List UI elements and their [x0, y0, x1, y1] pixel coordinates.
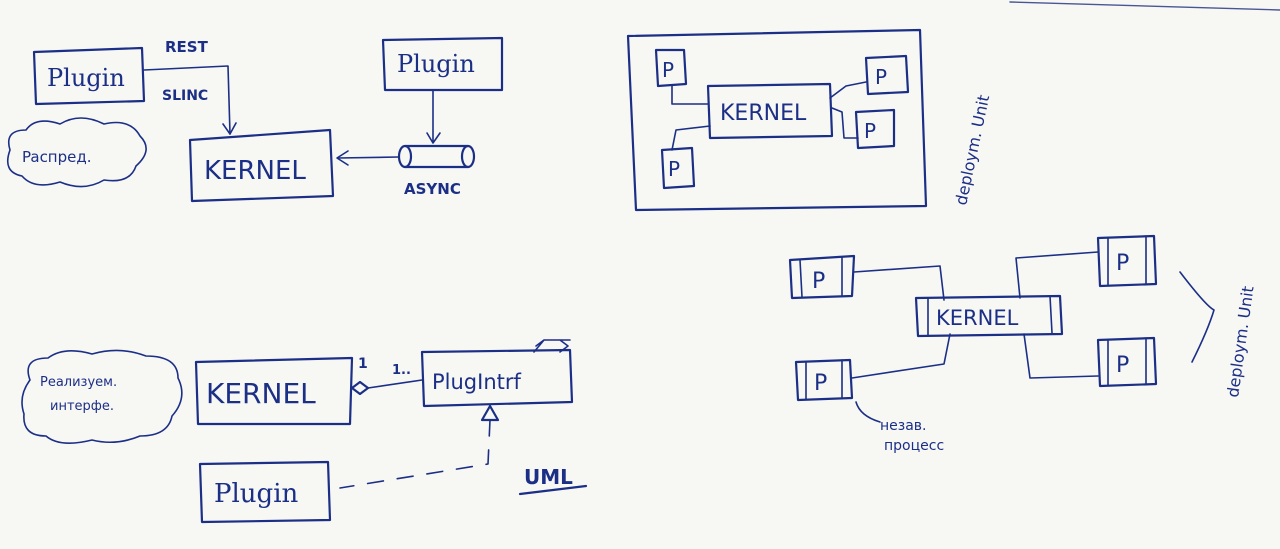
implementation-cloud-note: Реализуем. интерфе.	[21, 349, 183, 444]
connector-br-3	[1015, 251, 1099, 299]
uml-label: UML	[524, 465, 573, 489]
connector-br-4	[1023, 333, 1099, 379]
distributed-note-label: Pacпред.	[22, 148, 92, 166]
async-down-arrowhead	[426, 132, 441, 144]
plugin-p-box-br-4: P	[1096, 336, 1158, 388]
async-left-connector	[337, 156, 400, 159]
deployment-unit-label-bottom: deploym. Unit	[1223, 285, 1257, 399]
top-right-diagram: KERNEL P P P P deploym. Unit	[626, 28, 993, 212]
plugin-bottom-box: Plugin	[198, 460, 332, 524]
rest-label: REST	[165, 38, 209, 56]
svg-text:P: P	[814, 371, 827, 396]
plugin-right-label: Plugin	[397, 50, 475, 78]
connector-br-1	[853, 265, 945, 301]
queue-cylinder-icon	[397, 144, 476, 169]
aggregation-diamond-icon	[350, 380, 370, 396]
plugin-p-box-br-3: P	[1096, 234, 1158, 288]
deployment-unit-brace	[1179, 271, 1215, 363]
deployment-unit-frame	[626, 28, 928, 212]
kernel-bottom-right-label: KERNEL	[936, 306, 1019, 330]
connector-tr-4	[831, 107, 859, 139]
connector-br-2	[851, 333, 951, 379]
async-left-arrowhead	[336, 150, 349, 166]
plugin-bottom-label: Plugin	[214, 479, 299, 509]
plugin-p-box-tr-3: P	[864, 54, 910, 96]
kernel-top-right-box: KERNEL	[706, 82, 834, 140]
deployment-unit-label-top: deploym. Unit	[951, 93, 993, 207]
svg-text:P: P	[1116, 353, 1129, 378]
multiplicity-kernel: 1	[358, 356, 368, 372]
top-left-diagram: Plugin REST SLINC KERNEL Plugin ASYNC	[6, 36, 504, 203]
plugin-interface-box: PlugIntrf	[420, 339, 574, 408]
plugin-right-box: Plugin	[381, 36, 504, 92]
uml-underline	[518, 484, 588, 496]
plugin-p-box-br-2: P	[794, 358, 854, 402]
multiplicity-interface: 1..	[392, 363, 411, 378]
bottom-right-diagram: KERNEL P P P P deploym. Unit	[788, 234, 1258, 454]
plugin-left-box: Plugin	[32, 46, 146, 106]
paper-edge	[1009, 1, 1280, 11]
plugin-p-box-br-1: P	[788, 254, 856, 300]
svg-text:P: P	[668, 157, 680, 181]
kernel-top-left-box: KERNEL	[188, 128, 335, 203]
svg-text:P: P	[1116, 251, 1129, 276]
distributed-cloud-note: Pacпред.	[6, 117, 147, 188]
realization-dashed-connector	[339, 419, 491, 489]
process-note-pointer	[855, 401, 881, 423]
process-note-line1: незав.	[880, 418, 927, 434]
connector-tr-3	[829, 81, 867, 99]
plugin-p-box-tr-4: P	[854, 108, 896, 150]
kernel-bottom-left-box: KERNEL	[194, 356, 354, 426]
plugin-left-label: Plugin	[47, 64, 125, 92]
async-label: ASYNC	[404, 180, 461, 198]
kernel-bottom-right-box: KERNEL	[914, 294, 1064, 338]
sync-connector	[143, 65, 231, 135]
plugin-p-box-tr-2: P	[660, 146, 696, 190]
plugin-interface-label: PlugIntrf	[432, 370, 522, 394]
kernel-top-left-label: KERNEL	[204, 156, 306, 186]
svg-text:P: P	[662, 58, 674, 82]
interface-stereotype-icon	[533, 339, 571, 353]
implementation-note-line2: интерфе.	[50, 399, 114, 414]
kernel-bottom-left-label: KERNEL	[206, 377, 316, 410]
svg-text:P: P	[875, 65, 887, 89]
plugin-p-box-tr-1: P	[654, 48, 688, 88]
realization-triangle-icon	[480, 404, 500, 422]
connector-tr-2	[671, 125, 711, 151]
implementation-note-line1: Реализуем.	[40, 375, 117, 390]
svg-text:P: P	[812, 269, 825, 294]
kernel-top-right-label: KERNEL	[720, 101, 807, 126]
process-note-line2: процесс	[884, 438, 944, 454]
connector-tr-1	[671, 85, 709, 105]
svg-text:P: P	[864, 119, 876, 143]
bottom-left-diagram: Реализуем. интерфе. KERNEL 1 1.. PlugInt…	[21, 339, 588, 524]
sync-arrowhead	[222, 122, 237, 135]
sync-label: SLINC	[162, 88, 208, 104]
aggregation-connector	[367, 379, 423, 389]
